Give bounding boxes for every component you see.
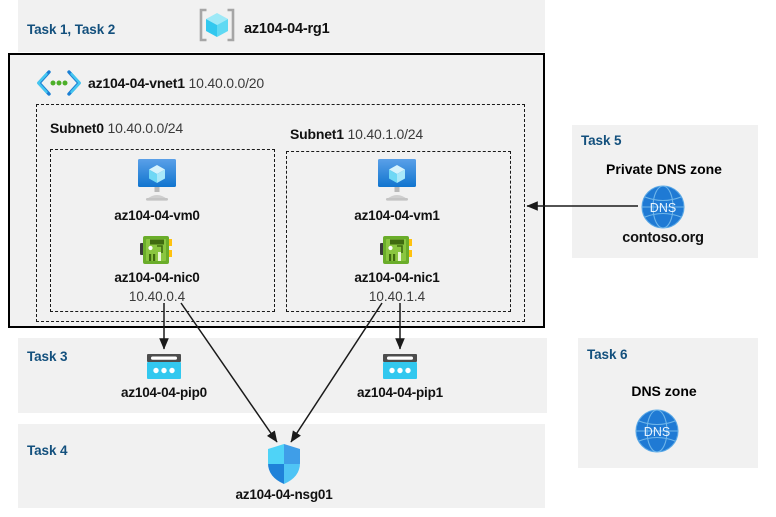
task-label-6: Task 6	[587, 347, 628, 362]
subnet1-name: Subnet1	[290, 126, 344, 142]
virtual-network-header: az104-04-vnet1 10.40.0.0/20	[88, 75, 264, 91]
resource-group-name: az104-04-rg1	[244, 21, 330, 37]
task-label-3: Task 3	[27, 349, 68, 364]
pip0-name: az104-04-pip0	[121, 385, 207, 400]
task-label-4: Task 4	[27, 443, 68, 458]
private-dns-zone-name: contoso.org	[622, 230, 704, 246]
public-ip-address-icon	[145, 353, 183, 381]
dns-zone-icon: DNS	[634, 408, 680, 454]
dns-zone-icon: DNS	[640, 184, 686, 230]
network-interface-icon	[138, 234, 176, 266]
resource-group-icon	[198, 8, 236, 42]
nic1-private-ip: 10.40.1.4	[368, 289, 426, 304]
dns-icon-text: DNS	[644, 425, 670, 439]
virtual-network-name: az104-04-vnet1	[88, 75, 185, 91]
virtual-network-icon	[36, 70, 82, 96]
nic0-name: az104-04-nic0	[114, 270, 200, 285]
dns-zone-title: DNS zone	[631, 383, 697, 399]
public-ip-panel	[18, 338, 547, 413]
subnet1-boundary	[286, 151, 511, 312]
subnet0-address-prefix: 10.40.0.0/24	[107, 120, 184, 136]
nsg-name: az104-04-nsg01	[235, 487, 333, 502]
vm1-name: az104-04-vm1	[354, 208, 440, 223]
virtual-machine-icon	[132, 158, 182, 202]
task-label-5: Task 5	[581, 133, 622, 148]
resource-group-panel	[18, 0, 545, 52]
private-dns-zone-title: Private DNS zone	[606, 161, 722, 177]
network-security-group-icon	[266, 443, 302, 485]
virtual-network-address-space: 10.40.0.0/20	[188, 75, 265, 91]
virtual-machine-icon	[372, 158, 422, 202]
subnet1-address-prefix: 10.40.1.0/24	[347, 126, 424, 142]
vm0-name: az104-04-vm0	[114, 208, 200, 223]
public-ip-address-icon	[381, 353, 419, 381]
subnet0-boundary	[50, 149, 275, 312]
nic1-name: az104-04-nic1	[354, 270, 440, 285]
subnet0-name: Subnet0	[50, 120, 104, 136]
subnets-outer-boundary	[36, 104, 525, 322]
network-interface-icon	[378, 234, 416, 266]
nic0-private-ip: 10.40.0.4	[128, 289, 186, 304]
pip1-name: az104-04-pip1	[357, 385, 443, 400]
subnet1-header: Subnet1 10.40.1.0/24	[290, 126, 423, 142]
task-label-1-2: Task 1, Task 2	[27, 22, 116, 37]
subnet0-header: Subnet0 10.40.0.0/24	[50, 120, 183, 136]
virtual-network-container	[8, 53, 545, 328]
dns-icon-text: DNS	[650, 201, 676, 215]
